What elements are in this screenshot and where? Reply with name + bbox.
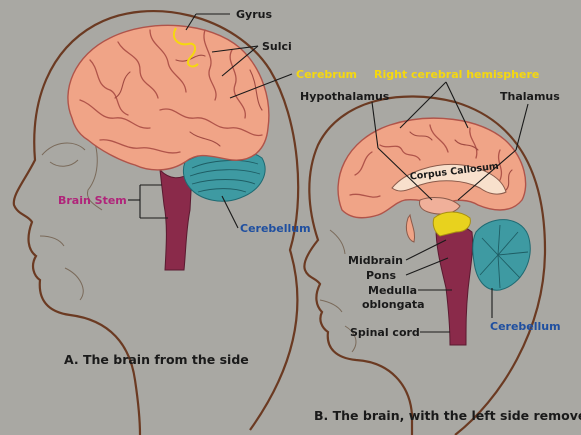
oblongata-label: oblongata: [362, 298, 425, 311]
right-cerebral-hemisphere-label: Right cerebral hemisphere: [374, 68, 539, 81]
caption-side-view: A. The brain from the side: [64, 352, 249, 367]
cerebellum-label-a: Cerebellum: [240, 222, 311, 235]
cerebellum-label-b: Cerebellum: [490, 320, 561, 333]
sulci-label: Sulci: [262, 40, 292, 53]
midbrain-label: Midbrain: [348, 254, 403, 267]
hypothalamus-label: Hypothalamus: [300, 90, 390, 103]
thalamus-label: Thalamus: [500, 90, 560, 103]
gyrus-label: Gyrus: [236, 8, 272, 21]
spinal-cord-label: Spinal cord: [350, 326, 420, 339]
medulla-label: Medulla: [368, 284, 417, 297]
brain-stem-label: Brain Stem: [58, 194, 127, 207]
pons-label: Pons: [366, 269, 396, 282]
cerebellum-b-shape: [473, 220, 531, 291]
cerebrum-a: [68, 25, 269, 170]
cerebrum-label: Cerebrum: [296, 68, 357, 81]
caption-section-view: B. The brain, with the left side removed: [314, 408, 581, 423]
